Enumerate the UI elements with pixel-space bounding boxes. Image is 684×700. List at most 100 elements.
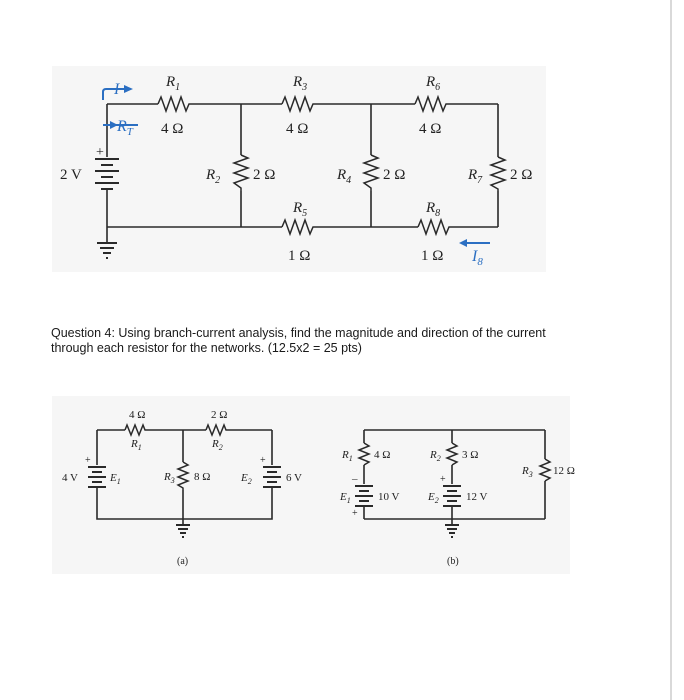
page-edge-line: [670, 0, 672, 700]
a-e1-name: E1: [109, 472, 121, 486]
b-e1-minus: –: [351, 473, 358, 485]
r8-value: 1 Ω: [421, 248, 443, 264]
b-e2-name-sub: 2: [435, 496, 439, 505]
a-resistor-r3: [175, 461, 191, 490]
a-r2-name-sub: 2: [219, 443, 223, 452]
resistor-r2: [231, 154, 251, 191]
b-e1-plus: +: [352, 508, 358, 519]
a-r1-name-main: R: [130, 438, 138, 450]
r4-name-main: R: [336, 167, 346, 183]
b-r1-name-main: R: [341, 449, 349, 461]
a-r3-value: 8 Ω: [194, 471, 210, 483]
battery-source: [95, 158, 119, 190]
b-r2-value: 3 Ω: [462, 449, 478, 461]
r2-name-main: R: [205, 167, 215, 183]
r5-name-main: R: [292, 200, 302, 216]
b-e1-voltage: 10 V: [378, 491, 400, 503]
question-line-1: Question 4: Using branch-current analysi…: [51, 326, 546, 340]
r5-value: 1 Ω: [288, 248, 310, 264]
circuit-a: 4 Ω R1 2 Ω R2 R3 8 Ω 4 V E1 + E2 6 V + (…: [62, 409, 302, 567]
question-line-2: through each resistor for the networks. …: [51, 341, 362, 355]
r6-name-sub: 6: [435, 82, 440, 93]
current-i8-arrowhead: [459, 239, 467, 247]
r1-value: 4 Ω: [161, 121, 183, 137]
a-r2-name: R2: [211, 438, 223, 452]
a-r1-name-sub: 1: [138, 443, 142, 452]
rt-arrowhead: [110, 121, 118, 129]
r4-value: 2 Ω: [383, 167, 405, 183]
i8-label: I8: [471, 248, 483, 268]
resistor-r4: [361, 154, 381, 191]
b-e2-plus: +: [440, 474, 446, 485]
a-wire-sides: [96, 430, 273, 520]
a-e2-name-main: E: [240, 472, 248, 484]
r2-name: R2: [205, 167, 220, 186]
b-r2-name-sub: 2: [437, 454, 441, 463]
a-e2-voltage: 6 V: [286, 472, 302, 484]
r1-name-main: R: [165, 74, 175, 90]
b-e2-name-main: E: [427, 491, 435, 503]
b-r3-value: 12 Ω: [553, 465, 575, 477]
b-battery-e2: [443, 485, 461, 507]
b-e2-name: E2: [427, 491, 439, 505]
r7-value: 2 Ω: [510, 167, 532, 183]
a-r3-name-sub: 3: [170, 476, 175, 485]
top-circuit: + 2 V I RT I8 R1 4 Ω R3 4 Ω R6 4 Ω R2 2 …: [60, 74, 532, 268]
b-r1-name: R1: [341, 449, 353, 463]
r4-name: R4: [336, 167, 351, 186]
b-ground-symbol: [445, 524, 459, 538]
r8-name-sub: 8: [435, 208, 440, 219]
resistor-r8: [417, 217, 450, 237]
a-r1-name: R1: [130, 438, 142, 452]
a-r3-name: R3: [163, 471, 175, 485]
r3-value: 4 Ω: [286, 121, 308, 137]
r1-name: R1: [165, 74, 180, 93]
a-e2-name-sub: 2: [248, 477, 252, 486]
b-e1-name-sub: 1: [347, 496, 351, 505]
b-resistor-r1: [356, 442, 372, 466]
a-resistor-r1: [124, 422, 147, 438]
a-e1-voltage: 4 V: [62, 472, 78, 484]
source-plus-sign: +: [96, 145, 104, 160]
b-caption: (b): [447, 556, 459, 567]
bottom-figures-background: [52, 396, 570, 574]
resistor-r3: [281, 94, 316, 114]
b-e2-voltage: 12 V: [466, 491, 488, 503]
a-r1-value: 4 Ω: [129, 409, 145, 421]
b-resistor-r3: [537, 458, 553, 482]
question-text: Question 4: Using branch-current analysi…: [51, 326, 611, 356]
b-resistor-r2: [444, 442, 460, 466]
a-e1-name-main: E: [109, 472, 117, 484]
r7-name-main: R: [467, 167, 477, 183]
r4-name-sub: 4: [346, 175, 351, 186]
a-e1-name-sub: 1: [117, 477, 121, 486]
a-r2-value: 2 Ω: [211, 409, 227, 421]
r7-name: R7: [467, 167, 483, 186]
rt-label-main: R: [116, 118, 127, 135]
r3-name-sub: 3: [301, 82, 307, 93]
resistor-r7: [488, 156, 508, 191]
i8-label-sub: 8: [477, 256, 483, 268]
resistor-r1: [157, 94, 192, 114]
resistor-r5: [281, 217, 316, 237]
a-e2-plus: +: [260, 455, 266, 466]
a-r3-name-main: R: [163, 471, 171, 483]
a-ground-symbol: [176, 524, 190, 538]
r8-name: R8: [425, 200, 440, 219]
a-battery-e2: [263, 466, 281, 488]
a-caption: (a): [177, 556, 188, 567]
b-r3-name: R3: [521, 465, 533, 479]
circuit-b: R1 4 Ω R2 3 Ω R3 12 Ω E1 10 V – + E2 12 …: [339, 429, 575, 567]
r3-name: R3: [292, 74, 307, 93]
i8-label-main: I: [471, 248, 478, 265]
b-e1-name: E1: [339, 491, 351, 505]
top-figure-background: [52, 66, 546, 272]
r5-name: R5: [292, 200, 307, 219]
rt-label-sub: T: [127, 126, 134, 138]
current-i-arrow: [102, 88, 125, 100]
b-e1-name-main: E: [339, 491, 347, 503]
r8-name-main: R: [425, 200, 435, 216]
current-i-label: I: [113, 81, 120, 98]
r1-name-sub: 1: [175, 82, 180, 93]
